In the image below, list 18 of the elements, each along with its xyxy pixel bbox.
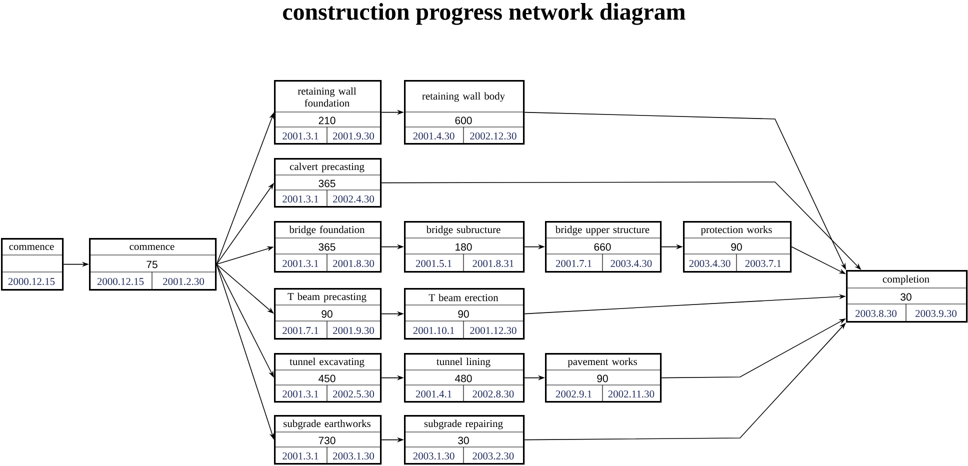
- activity-box: completion 30 2003.8.30 2003.9.30: [846, 270, 968, 323]
- activity-box: T beam erection 90 2001.10.1 2001.12.30: [404, 288, 525, 340]
- activity-box: T beam precasting 90 2001.7.1 2001.9.30: [274, 288, 382, 340]
- activity-box: bridge upper structure 660 2001.7.1 2003.4.30: [544, 221, 662, 273]
- activity-box: calvert precasting 365 2001.3.1 2002.4.30: [274, 158, 382, 208]
- activity-box: subgrade repairing 30 2003.1.30 2003.2.30: [404, 415, 525, 465]
- activity-box: pavement works 90 2002.9.1 2002.11.30: [544, 353, 662, 403]
- activity-box: subgrade earthworks 730 2001.3.1 2003.1.30: [274, 415, 382, 465]
- activity-box: bridge subructure 180 2001.5.1 2001.8.31: [404, 221, 525, 273]
- activity-box: bridge foundation 365 2001.3.1 2001.8.30: [274, 221, 382, 273]
- activity-box: retaining wall body 600 2001.4.30 2002.12.30: [404, 80, 525, 145]
- activity-box: protection works 90 2003.4.30 2003.7.1: [682, 221, 792, 273]
- activity-box: commence 75 2000.12.15 2001.2.30: [88, 238, 217, 291]
- activity-box: retaining wall foundation 210 2001.3.1 2001.9.30: [274, 80, 382, 145]
- activity-box: tunnel excavating 450 2001.3.1 2002.5.30: [274, 353, 382, 403]
- title: construction progress network diagram: [283, 3, 686, 25]
- activity-box: tunnel lining 480 2001.4.1 2002.8.30: [404, 353, 525, 403]
- activity-box: commence 2000.12.15: [0, 238, 64, 291]
